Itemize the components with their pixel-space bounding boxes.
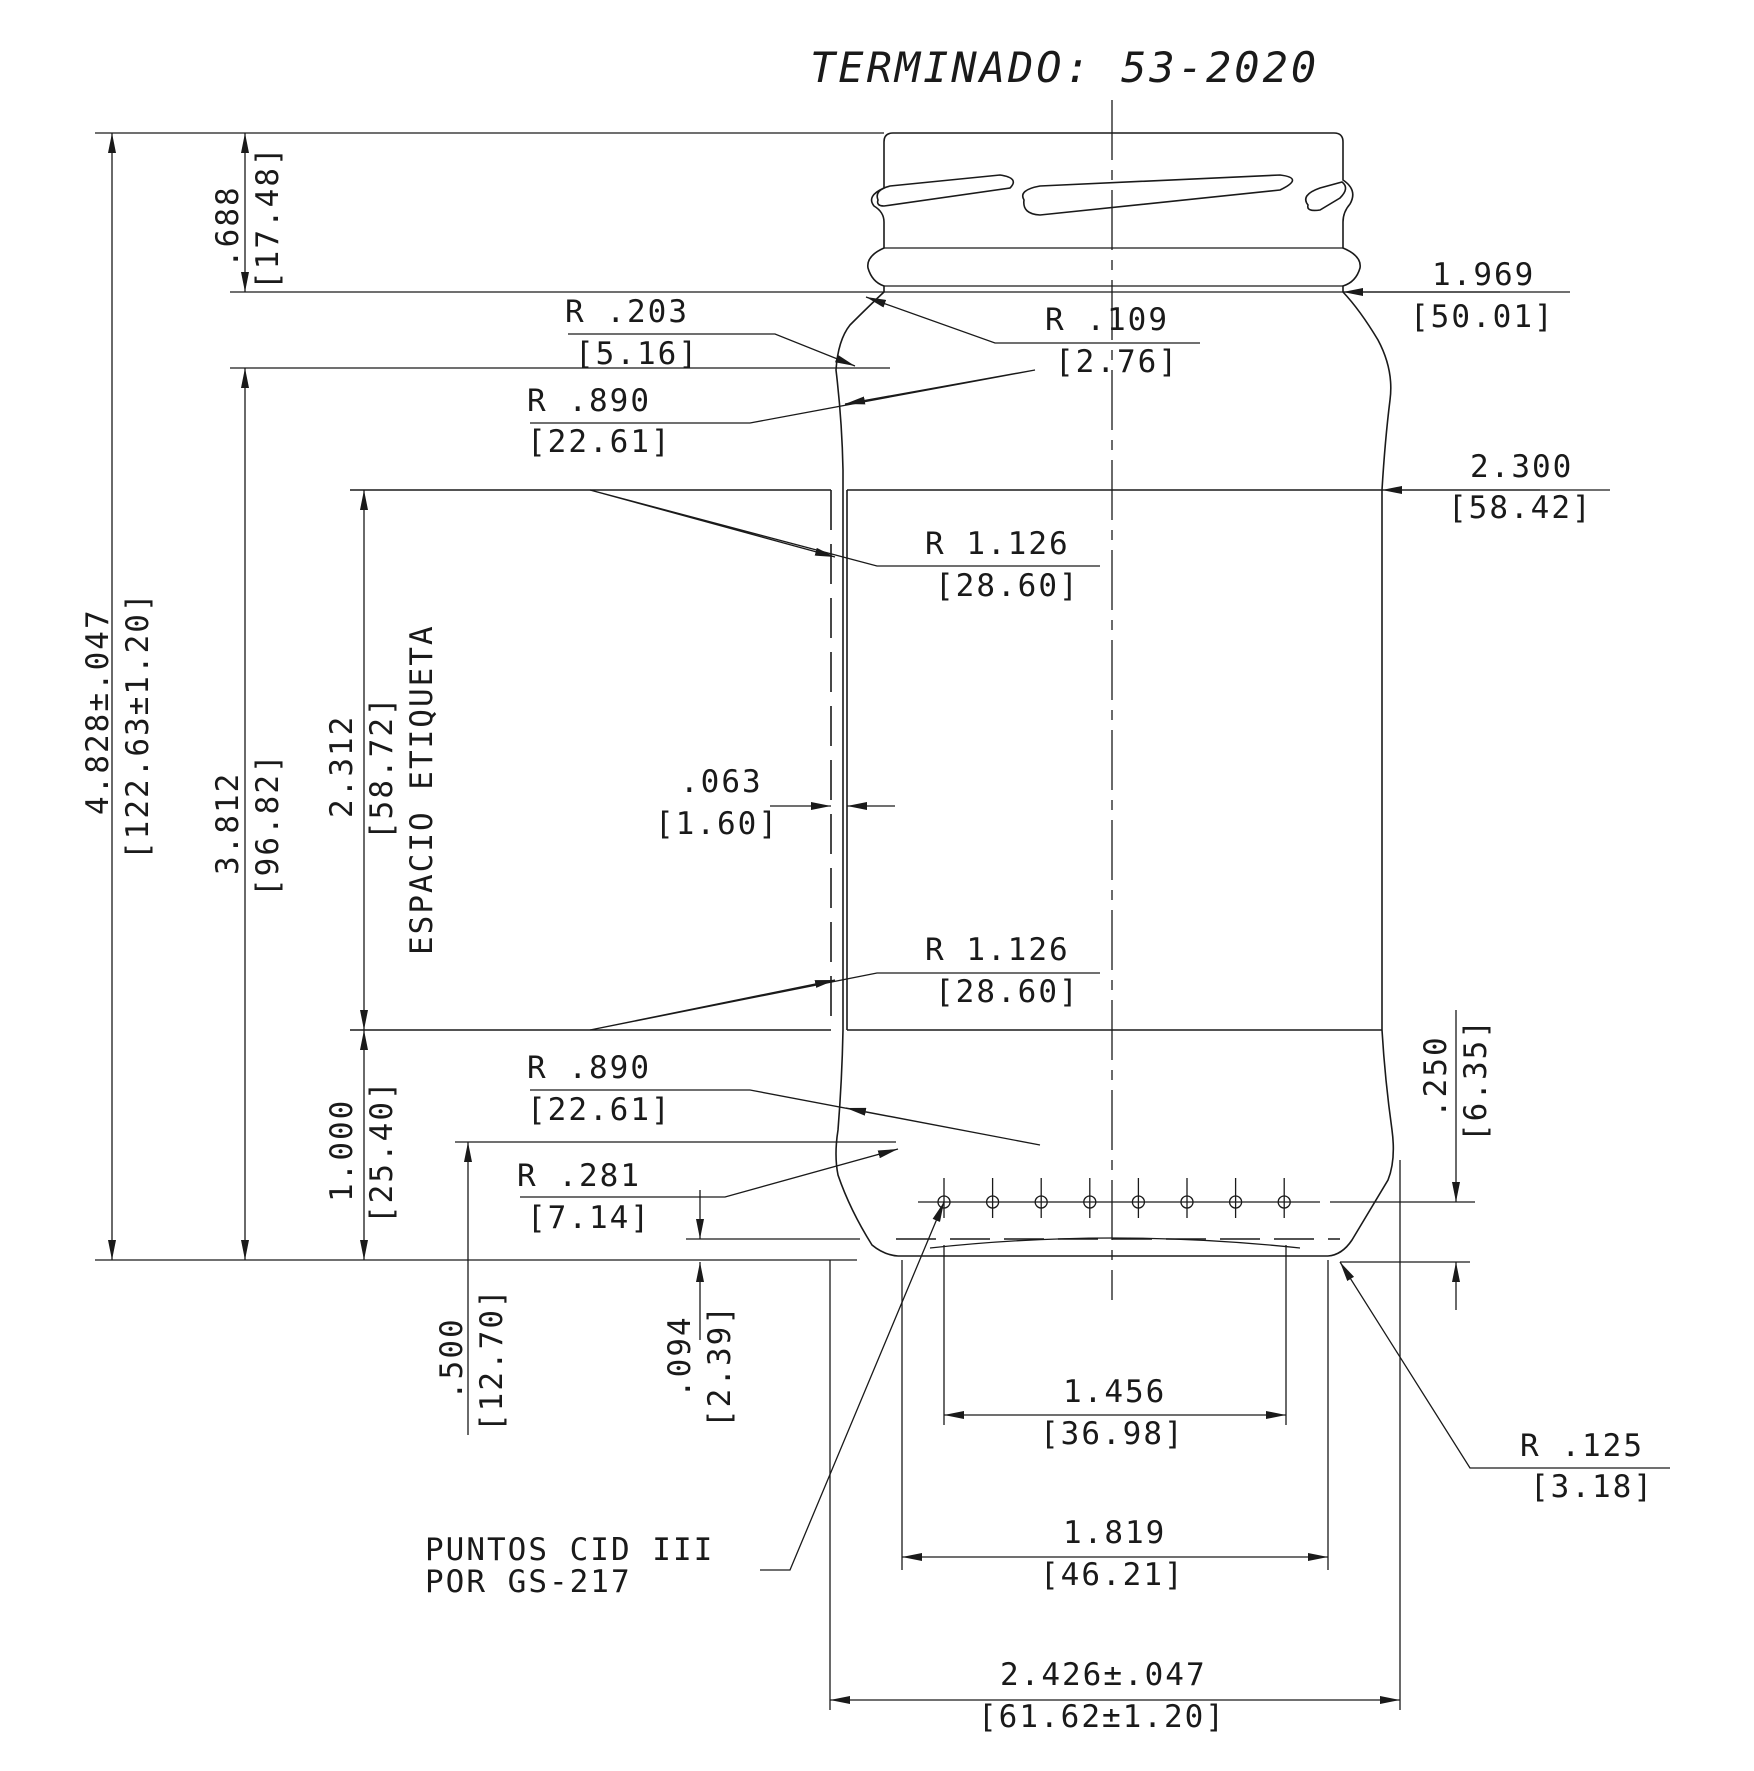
lower-height-mm: [25.40]: [364, 1079, 400, 1224]
drawing-title: TERMINADO: 53-2020: [810, 43, 1319, 92]
leaders: [520, 296, 1670, 1571]
cid-note-line2: POR GS-217: [425, 1564, 632, 1600]
heel-height-value: .500: [434, 1317, 470, 1400]
neck-diameter-mm: [50.01]: [1410, 299, 1555, 335]
dot-span-mm: [36.98]: [1040, 1416, 1185, 1452]
radius-1126-top-value: R 1.126: [925, 526, 1070, 562]
label-height-value: 2.312: [324, 715, 360, 818]
neck-diameter-value: 1.969: [1432, 257, 1535, 293]
bearing-diameter-value: 1.819: [1063, 1515, 1166, 1551]
dimension-lines: [108, 133, 1540, 1704]
finish-height-mm: [17.48]: [250, 145, 286, 290]
overall-height-value: 4.828±.047: [80, 608, 116, 815]
radius-1126-bottom-mm: [28.60]: [935, 974, 1080, 1010]
radius-109-mm: [2.76]: [1055, 344, 1179, 380]
label-height-mm: [58.72]: [364, 695, 400, 840]
shoulder-height-mm: [96.82]: [250, 752, 286, 897]
body-diameter-mm: [58.42]: [1448, 490, 1593, 526]
radius-125-value: R .125: [1520, 1428, 1644, 1464]
base-recess-value: .094: [662, 1315, 698, 1398]
cid-note-line1: PUNTOS CID III: [425, 1532, 714, 1568]
lower-height-value: 1.000: [324, 1099, 360, 1202]
dots-height-mm: [6.35]: [1458, 1018, 1494, 1142]
radius-890-top-value: R .890: [527, 383, 651, 419]
bottle-outline: [350, 132, 1395, 1257]
dot-span-value: 1.456: [1063, 1374, 1166, 1410]
max-diameter-value: 2.426±.047: [1000, 1657, 1207, 1693]
label-space-text: ESPACIO ETIQUETA: [404, 624, 440, 955]
radius-109-value: R .109: [1045, 302, 1169, 338]
radius-890-bottom-mm: [22.61]: [527, 1092, 672, 1128]
label-recess-mm: [1.60]: [655, 806, 779, 842]
radius-890-bottom-value: R .890: [527, 1050, 651, 1086]
radius-125-mm: [3.18]: [1530, 1469, 1654, 1505]
cid-dots: [918, 1178, 1475, 1218]
radius-1126-bottom-value: R 1.126: [925, 932, 1070, 968]
label-recess-value: .063: [680, 764, 763, 800]
body-diameter-value: 2.300: [1470, 449, 1573, 485]
radius-203-value: R .203: [565, 294, 689, 330]
bearing-diameter-mm: [46.21]: [1040, 1557, 1185, 1593]
finish-height-value: .688: [210, 185, 246, 268]
max-diameter-mm: [61.62±1.20]: [978, 1699, 1226, 1735]
radius-281-mm: [7.14]: [527, 1200, 651, 1236]
radius-203-mm: [5.16]: [575, 336, 699, 372]
heel-height-mm: [12.70]: [474, 1287, 510, 1432]
base-recess-mm: [2.39]: [702, 1304, 738, 1428]
radius-890-top-mm: [22.61]: [527, 424, 672, 460]
radius-281-value: R .281: [517, 1158, 641, 1194]
radius-1126-top-mm: [28.60]: [935, 568, 1080, 604]
shoulder-height-value: 3.812: [210, 772, 246, 875]
overall-height-mm: [122.63±1.20]: [120, 591, 156, 860]
dots-height-value: .250: [1418, 1035, 1454, 1118]
labels: 4.828±.047 [122.63±1.20] .688 [17.48] 3.…: [80, 145, 1654, 1735]
